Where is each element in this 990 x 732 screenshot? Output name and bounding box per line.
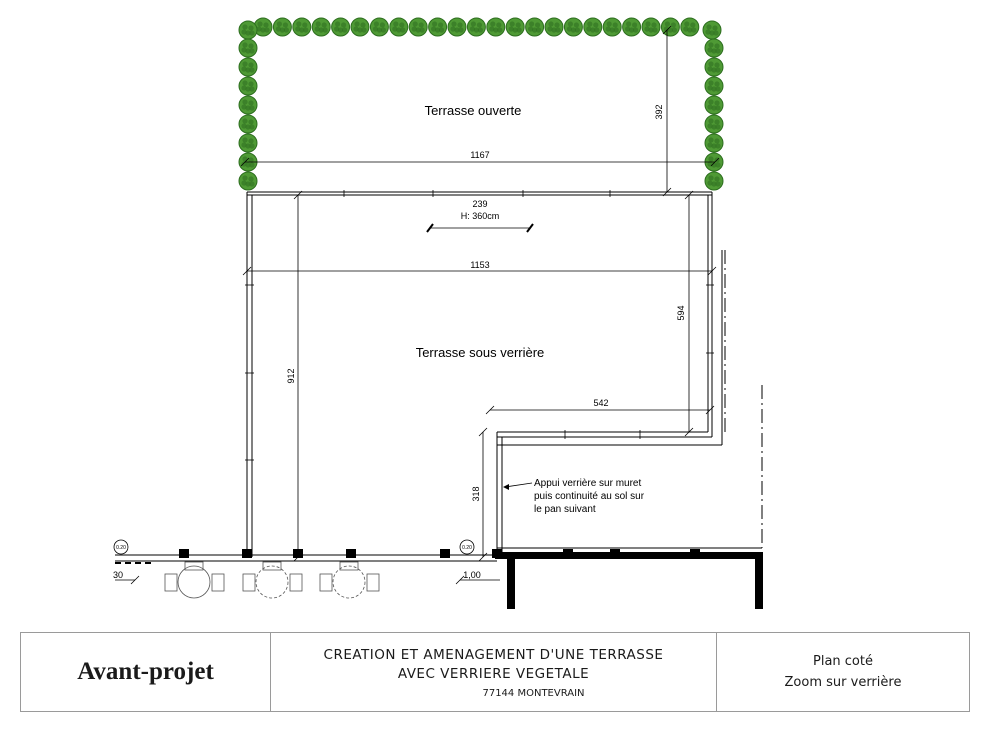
hedge-shrub	[704, 57, 724, 77]
zone-label-open-terrace: Terrasse ouverte	[425, 103, 522, 118]
hedge-shrub	[331, 17, 351, 37]
level-right-text: 0.20	[462, 545, 472, 551]
frame-marks	[245, 190, 714, 461]
hedge-shrub	[704, 95, 724, 115]
hedge-shrub	[704, 133, 724, 153]
hedge-shrub	[466, 17, 486, 37]
hedge-shrub	[505, 17, 525, 37]
hedge-shrub	[702, 20, 722, 40]
dim-glass-height: H: 360cm	[461, 211, 500, 221]
hedge-shrub	[272, 17, 292, 37]
hedge-shrub	[583, 17, 603, 37]
note-leader	[503, 482, 533, 490]
project-cell: CREATION ET AMENAGEMENT D'UNE TERRASSE A…	[271, 633, 717, 711]
hedge-shrub	[238, 20, 258, 40]
hedge-shrub	[447, 17, 467, 37]
axis-lines	[724, 250, 763, 548]
note-line-2: puis continuité au sol sur	[534, 491, 645, 502]
dim-notch-width: 542	[593, 398, 608, 408]
dim-left-marker: 30	[113, 570, 123, 580]
floor-plan-drawing: 0.20 0.20 Terrasse ouverte Terrasse sous…	[113, 17, 763, 609]
hedge-shrub	[641, 17, 661, 37]
drawing-cell: Plan coté Zoom sur verrière	[717, 633, 969, 711]
masonry-wall	[495, 549, 763, 609]
hedge-shrub	[704, 38, 724, 58]
dimension-lines	[115, 25, 720, 585]
hedge-shrub	[408, 17, 428, 37]
dim-open-width: 1167	[470, 150, 489, 160]
dim-notch-depth: 318	[471, 486, 481, 501]
hedge-shrub	[238, 38, 258, 58]
phase-cell: Avant-projet	[21, 633, 271, 711]
hedge-shrub	[238, 171, 258, 191]
dim-total-depth: 912	[286, 368, 296, 383]
hedge-shrub	[622, 17, 642, 37]
hedge-shrub	[253, 17, 273, 37]
hedge-shrub	[238, 95, 258, 115]
hedge-shrub	[704, 171, 724, 191]
hedge-shrub	[311, 17, 331, 37]
hedge-shrub	[544, 17, 564, 37]
hedge-shrub	[602, 17, 622, 37]
hedge-shrub	[563, 17, 583, 37]
hedge-shrub	[369, 17, 389, 37]
level-left-text: 0.20	[116, 545, 126, 551]
level-marker-left: 0.20	[113, 539, 129, 555]
note-line-3: le pan suivant	[534, 504, 596, 515]
title-block: Avant-projet CREATION ET AMENAGEMENT D'U…	[20, 632, 970, 712]
hedge-shrub	[292, 17, 312, 37]
hedge-shrub	[389, 17, 409, 37]
hedge-shrub	[428, 17, 448, 37]
dim-glass-span: 239	[472, 199, 487, 209]
project-title-line-1: CREATION ET AMENAGEMENT D'UNE TERRASSE	[323, 646, 664, 663]
dim-open-depth: 392	[654, 104, 664, 119]
project-address: 77144 MONTEVRAIN	[482, 687, 585, 699]
project-title-line-2: AVEC VERRIERE VEGETALE	[397, 665, 590, 682]
zone-label-covered-terrace: Terrasse sous verrière	[416, 345, 545, 360]
phase-label: Avant-projet	[77, 658, 214, 685]
level-marker-right: 0.20	[459, 539, 475, 555]
hedge-shrub	[704, 114, 724, 134]
hedge-shrub	[238, 76, 258, 96]
hedge-shrub	[680, 17, 700, 37]
furniture-tables	[164, 561, 380, 599]
dim-wall-offset: 1,00	[463, 570, 481, 580]
post-blocks	[179, 549, 502, 558]
hedge-shrubs	[238, 17, 724, 191]
dim-right-depth: 594	[676, 305, 686, 320]
hedge-shrub	[238, 114, 258, 134]
drawing-title-line-1: Plan coté	[813, 654, 873, 669]
hedge-shrub	[238, 133, 258, 153]
hedge-shrub	[238, 57, 258, 77]
dim-covered-width: 1153	[470, 260, 489, 270]
hedge-shrub	[350, 17, 370, 37]
drawing-title-line-2: Zoom sur verrière	[784, 675, 902, 690]
hedge-shrub	[704, 76, 724, 96]
hedge-shrub	[486, 17, 506, 37]
note-line-1: Appui verrière sur muret	[534, 478, 641, 489]
covered-terrace-outline	[115, 191, 762, 562]
hedge-shrub	[525, 17, 545, 37]
